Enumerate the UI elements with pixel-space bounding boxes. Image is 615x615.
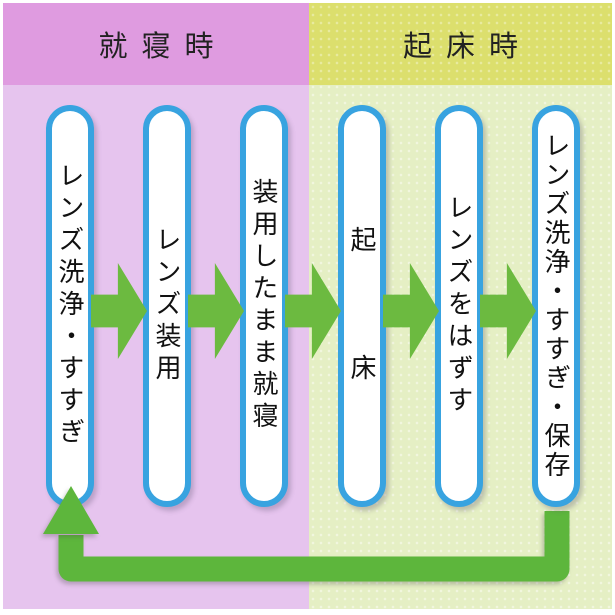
step-label: 装用したまま就寝: [249, 178, 279, 434]
step-label: 起 床: [347, 226, 377, 386]
step-pill-wake-up: 起 床: [338, 105, 386, 507]
phase-header-wakeup: 起床時: [309, 3, 612, 85]
step-pill-lens-wear: レンズ装用: [143, 105, 191, 507]
phase-header-bedtime: 就寝時: [3, 3, 309, 85]
step-pill-clean-rinse-store: レンズ洗浄・すすぎ・保存: [532, 105, 580, 507]
step-label: レンズ洗浄・すすぎ: [55, 162, 85, 450]
step-label: レンズ装用: [152, 226, 182, 386]
step-pill-lens-clean-rinse: レンズ洗浄・すすぎ: [46, 105, 94, 507]
step-pill-sleep-wearing: 装用したまま就寝: [240, 105, 288, 507]
step-label: レンズ洗浄・すすぎ・保存: [541, 132, 571, 480]
step-pill-remove-lens: レンズをはずす: [435, 105, 483, 507]
step-label: レンズをはずす: [444, 194, 474, 418]
